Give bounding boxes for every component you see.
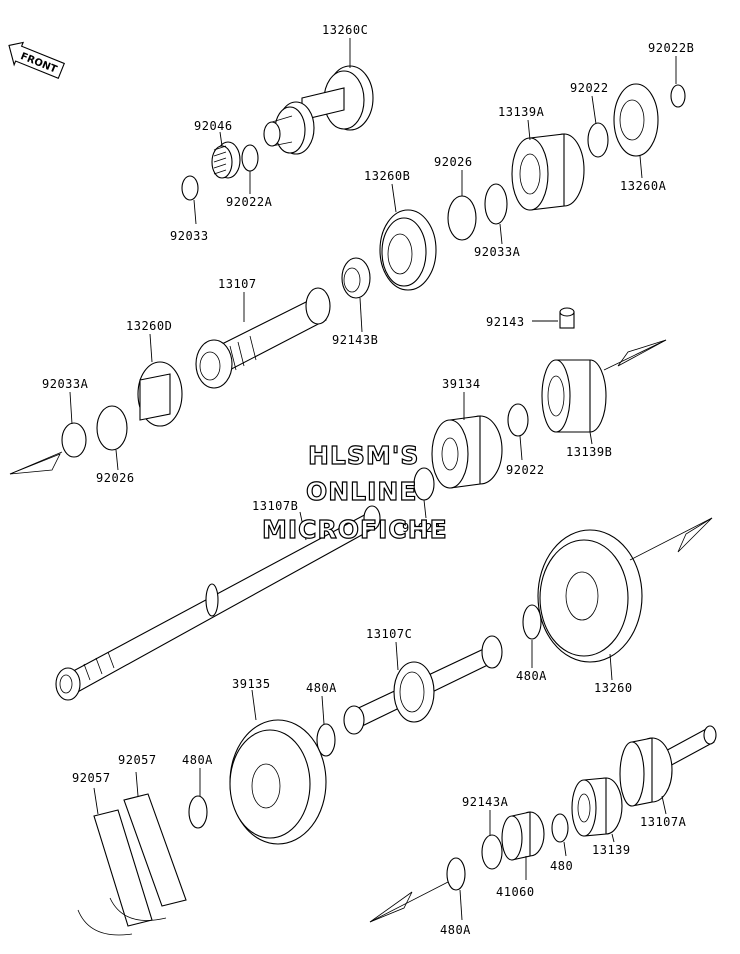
label-480a-left: 480A <box>182 753 213 767</box>
label-92022a: 92022A <box>226 195 273 209</box>
washer-92022b-icon <box>670 84 686 108</box>
label-39134: 39134 <box>442 377 481 391</box>
circlip-92033-icon <box>181 175 199 201</box>
circlip-92033a-top-icon <box>484 183 508 225</box>
gear-13139-icon <box>571 777 623 837</box>
label-13139a: 13139A <box>498 105 545 119</box>
label-92143: 92143 <box>486 315 525 329</box>
label-480a-right: 480A <box>516 669 547 683</box>
label-13107c: 13107C <box>366 627 412 641</box>
chain-92057-icon <box>77 793 187 936</box>
sprocket-39134-icon <box>431 415 503 489</box>
gear-13260c-icon <box>263 65 374 155</box>
gear-13139b-icon <box>541 359 607 433</box>
label-92033a-top: 92033A <box>474 245 521 259</box>
watermark: HLSM'S ONLINE MICROFICHE <box>261 440 448 544</box>
washer-92022a-icon <box>241 144 259 172</box>
label-92022b: 92022B <box>648 41 694 55</box>
front-arrow-icon: FRONT <box>8 41 65 79</box>
label-92033: 92033 <box>170 229 209 243</box>
shaft-13107a-icon <box>619 725 717 807</box>
circlip-480-icon <box>551 813 569 843</box>
sprocket-39135-icon <box>229 719 327 845</box>
label-13139b: 13139B <box>566 445 612 459</box>
label-13260c: 13260C <box>322 23 368 37</box>
label-13260d: 13260D <box>126 319 172 333</box>
label-92143a: 92143A <box>462 795 509 809</box>
circlip-480a-mid-icon <box>316 723 336 757</box>
shaft-13107b-icon <box>55 505 381 701</box>
label-92022-mid: 92022 <box>506 463 545 477</box>
circlip-480a-right-icon <box>522 604 542 640</box>
label-92022-top: 92022 <box>570 81 609 95</box>
label-41060: 41060 <box>496 885 535 899</box>
label-13107: 13107 <box>218 277 257 291</box>
label-13260: 13260 <box>594 681 633 695</box>
gear-13260d-icon <box>137 361 183 427</box>
label-480a-bottom: 480A <box>440 923 471 937</box>
shaft-13107c-icon <box>343 635 503 735</box>
bearing-92046-icon <box>211 141 241 179</box>
label-13260a: 13260A <box>620 179 667 193</box>
label-13139: 13139 <box>592 843 631 857</box>
label-92046: 92046 <box>194 119 233 133</box>
washer-92022-mid-icon <box>507 403 529 437</box>
washer-92026-left-icon <box>96 405 128 451</box>
label-92022-center: 92022 <box>402 521 441 535</box>
shaft-13107-icon <box>195 287 331 389</box>
bushing-41060-icon <box>501 811 545 861</box>
watermark-line-1: HLSM'S <box>308 441 419 470</box>
gear-13260b-icon <box>379 209 437 291</box>
label-92026-left: 92026 <box>96 471 135 485</box>
circlip-92033a-left-icon <box>61 422 87 458</box>
washer-92026-top-icon <box>447 195 477 241</box>
label-39135: 39135 <box>232 677 271 691</box>
label-13260b: 13260B <box>364 169 410 183</box>
gear-13260-icon <box>537 529 643 663</box>
gear-13139a-icon <box>511 133 585 211</box>
label-92026-top: 92026 <box>434 155 473 169</box>
washer-92022-top-icon <box>587 122 609 158</box>
watermark-line-2: ONLINE <box>306 477 417 506</box>
gear-13260a-icon <box>613 83 659 157</box>
collar-92143a-icon <box>481 834 503 870</box>
label-480a-mid: 480A <box>306 681 337 695</box>
collar-92143b-icon <box>341 257 371 299</box>
pin-92143-icon <box>559 307 575 329</box>
watermark-line-3: MICROFICHE <box>262 515 448 544</box>
label-92057-a: 92057 <box>118 753 157 767</box>
label-480: 480 <box>550 859 573 873</box>
label-13107a: 13107A <box>640 815 687 829</box>
label-13107b: 13107B <box>252 499 298 513</box>
label-92057-b: 92057 <box>72 771 111 785</box>
label-92033a-left: 92033A <box>42 377 89 391</box>
label-92143b: 92143B <box>332 333 378 347</box>
circlip-480a-bottom-icon <box>446 857 466 891</box>
circlip-480a-left-icon <box>188 795 208 829</box>
